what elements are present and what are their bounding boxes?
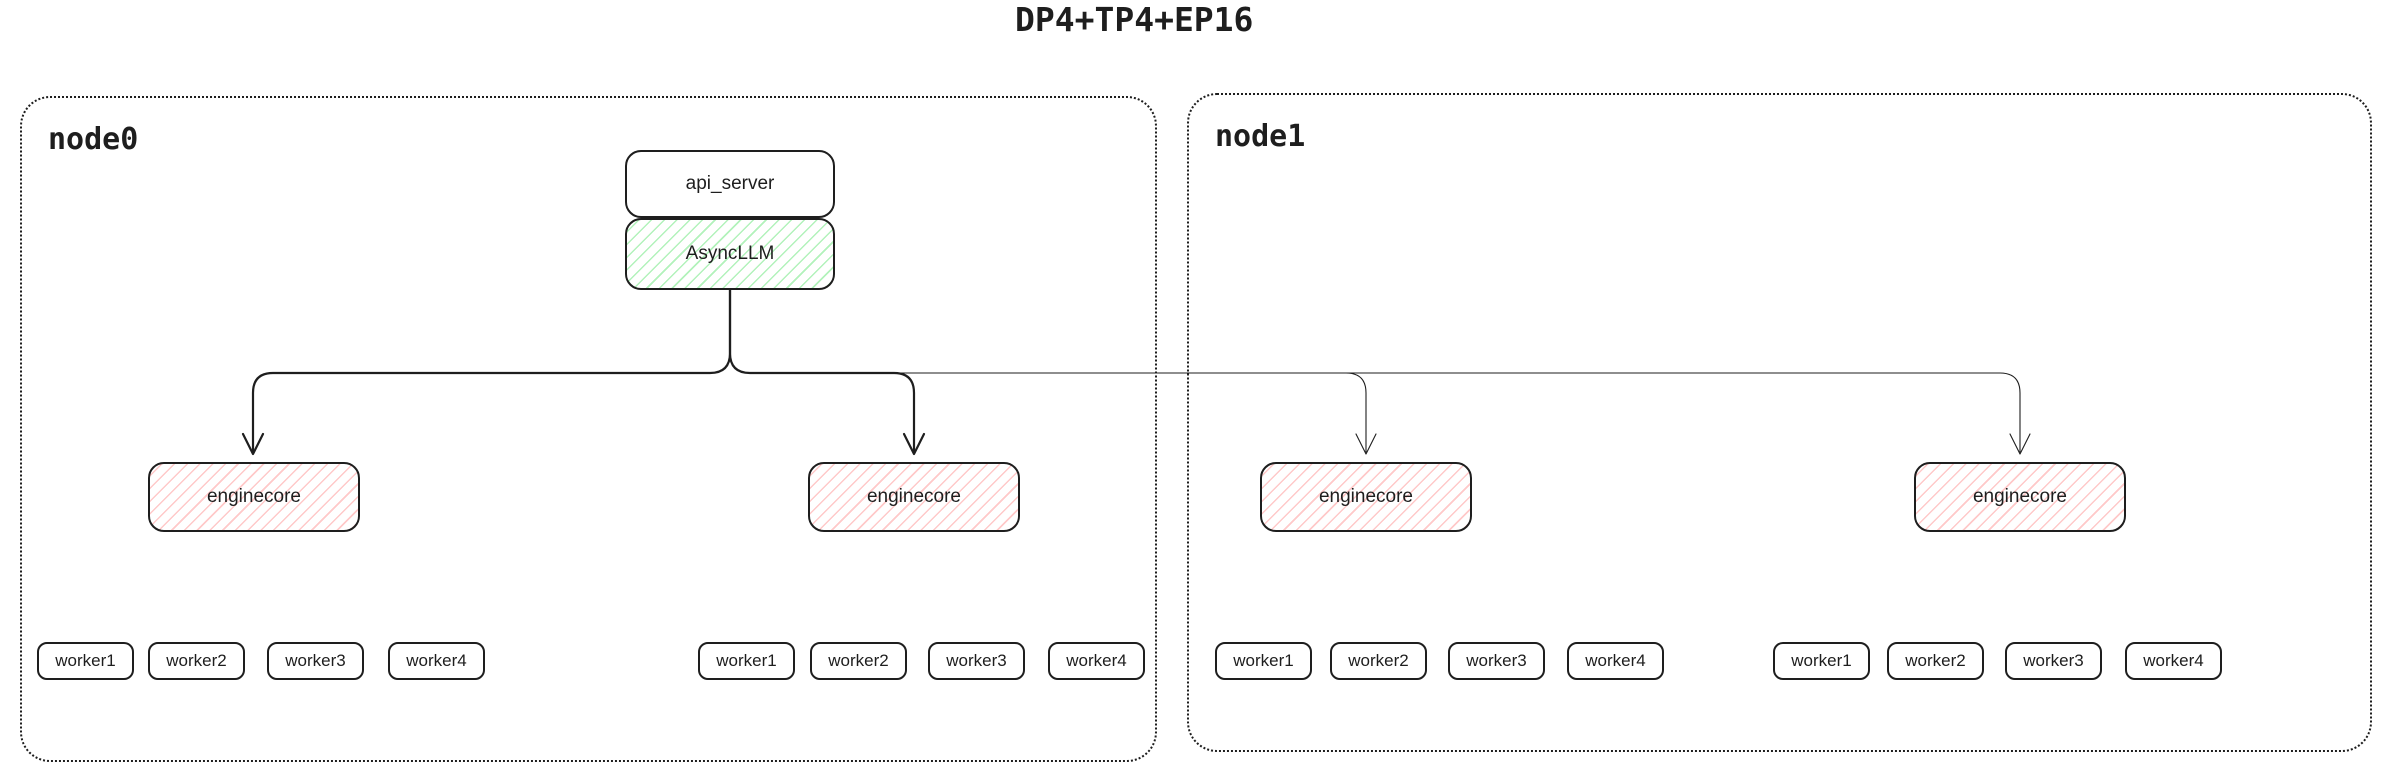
enginecore-box-0: enginecore xyxy=(148,462,360,532)
worker-box: worker3 xyxy=(2005,642,2102,680)
diagram-title: DP4+TP4+EP16 xyxy=(1015,0,1254,39)
worker-box: worker1 xyxy=(1773,642,1870,680)
enginecore-box-3: enginecore xyxy=(1914,462,2126,532)
worker-box: worker2 xyxy=(810,642,907,680)
asyncllm-box: AsyncLLM xyxy=(625,218,835,290)
worker-box: worker1 xyxy=(698,642,795,680)
node0-label: node0 xyxy=(48,122,139,157)
worker-box: worker1 xyxy=(37,642,134,680)
worker-box: worker4 xyxy=(1567,642,1664,680)
worker-box: worker2 xyxy=(1887,642,1984,680)
enginecore-box-1: enginecore xyxy=(808,462,1020,532)
enginecore-box-2: enginecore xyxy=(1260,462,1472,532)
worker-box: worker3 xyxy=(267,642,364,680)
worker-box: worker4 xyxy=(2125,642,2222,680)
worker-box: worker4 xyxy=(388,642,485,680)
worker-box: worker1 xyxy=(1215,642,1312,680)
worker-box: worker2 xyxy=(148,642,245,680)
worker-box: worker3 xyxy=(1448,642,1545,680)
node1-label: node1 xyxy=(1215,119,1306,154)
worker-box: worker2 xyxy=(1330,642,1427,680)
worker-box: worker3 xyxy=(928,642,1025,680)
api-server-box: api_server xyxy=(625,150,835,218)
worker-box: worker4 xyxy=(1048,642,1145,680)
